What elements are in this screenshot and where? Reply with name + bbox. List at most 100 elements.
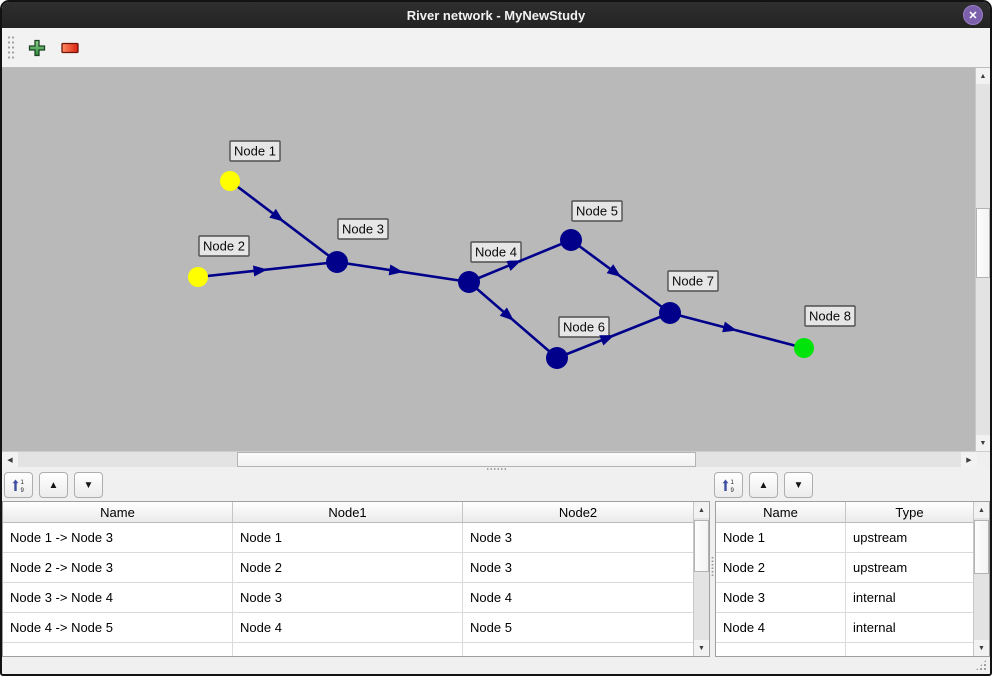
node-label[interactable]: Node 5 — [571, 200, 623, 222]
table-cell[interactable]: Node 3 — [233, 583, 463, 612]
hscroll-track[interactable] — [18, 452, 961, 467]
node-label-text: Node 6 — [563, 320, 605, 335]
table-row[interactable]: Node 4 internal — [716, 613, 973, 643]
scrollbar-thumb[interactable] — [974, 520, 989, 574]
table-row[interactable]: Node 2 upstream — [716, 553, 973, 583]
node-label[interactable]: Node 7 — [667, 270, 719, 292]
network-canvas[interactable]: Node 1 Node 2 Node 3 Node 4 Node 5 Node 6 Node… — [2, 68, 975, 451]
vscroll-track[interactable] — [976, 84, 990, 435]
node-label[interactable]: Node 2 — [198, 235, 250, 257]
scroll-down-button[interactable]: ▼ — [976, 435, 990, 451]
network-diagram: Node 1 Node 2 Node 3 Node 4 Node 5 Node 6 Node… — [188, 140, 856, 369]
column-header[interactable]: Type — [895, 504, 924, 520]
table-cell[interactable]: Node 4 — [716, 613, 846, 642]
toolbar-drag-handle[interactable] — [7, 34, 16, 61]
sort-button[interactable]: 1 9 — [4, 472, 33, 498]
scroll-up-button[interactable]: ▲ — [976, 68, 990, 84]
scroll-left-button[interactable]: ◀ — [2, 452, 18, 467]
table-cell[interactable]: upstream — [853, 560, 908, 575]
title-bar[interactable]: River network - MyNewStudy ✕ — [2, 2, 990, 28]
canvas-vscrollbar[interactable]: ▲ ▼ — [975, 68, 990, 451]
table-cell[interactable]: internal — [853, 590, 896, 605]
horizontal-splitter[interactable] — [2, 467, 990, 471]
table-cell[interactable]: Node 1 — [716, 523, 846, 552]
table-vscrollbar[interactable]: ▲ ▼ — [693, 502, 709, 656]
node-label-text: Node 1 — [234, 144, 276, 159]
table-cell[interactable]: Node 3 — [470, 560, 512, 575]
node-label[interactable]: Node 1 — [229, 140, 281, 162]
edge-arrow-icon — [253, 265, 268, 277]
move-down-button[interactable]: ▼ — [784, 472, 813, 498]
network-node[interactable] — [794, 338, 814, 358]
scroll-down-button[interactable]: ▼ — [694, 640, 709, 656]
table-cell[interactable]: Node 3 -> Node 4 — [3, 583, 233, 612]
scrollbar-thumb[interactable] — [976, 208, 990, 278]
table-cell[interactable]: Node 2 — [716, 553, 846, 582]
move-down-button[interactable]: ▼ — [74, 472, 103, 498]
table-cell — [463, 643, 693, 656]
scrollbar-thumb[interactable] — [694, 520, 709, 572]
column-header[interactable]: Node2 — [558, 504, 598, 520]
table-row[interactable]: Node 3 internal — [716, 583, 973, 613]
node-label-text: Node 4 — [475, 245, 517, 260]
triangle-down-icon: ▼ — [83, 479, 94, 491]
table-vscrollbar[interactable]: ▲ ▼ — [973, 502, 989, 656]
table-splitter[interactable] — [710, 501, 715, 657]
network-node[interactable] — [659, 302, 681, 324]
table-cell[interactable]: Node 2 -> Node 3 — [3, 553, 233, 582]
close-button[interactable]: ✕ — [963, 5, 983, 25]
sort-button[interactable]: 1 9 — [714, 472, 743, 498]
table-row[interactable]: Node 1 upstream — [716, 523, 973, 553]
remove-node-button[interactable] — [57, 35, 83, 61]
table-cell[interactable]: Node 1 -> Node 3 — [3, 523, 233, 552]
node-label-text: Node 5 — [576, 204, 618, 219]
table-cell — [3, 643, 233, 656]
network-node[interactable] — [458, 271, 480, 293]
table-cell[interactable]: Node 2 — [233, 553, 463, 582]
table-cell — [233, 643, 463, 656]
vscroll-track[interactable] — [694, 518, 709, 640]
scroll-up-button[interactable]: ▲ — [694, 502, 709, 518]
column-header[interactable]: Name — [716, 502, 846, 522]
scrollbar-thumb[interactable] — [237, 452, 696, 467]
table-cell[interactable]: internal — [853, 620, 896, 635]
node-label[interactable]: Node 3 — [337, 218, 389, 240]
node-label[interactable]: Node 6 — [558, 316, 610, 338]
node-label-text: Node 3 — [342, 222, 384, 237]
vscroll-track[interactable] — [974, 518, 989, 640]
node-label[interactable]: Node 4 — [470, 241, 522, 263]
scroll-up-button[interactable]: ▲ — [974, 502, 989, 518]
network-node[interactable] — [220, 171, 240, 191]
table-cell[interactable]: Node 4 -> Node 5 — [3, 613, 233, 642]
scrollbar-corner — [977, 452, 990, 467]
network-node[interactable] — [326, 251, 348, 273]
canvas-hscrollbar[interactable]: ◀ ▶ — [2, 451, 990, 467]
table-cell[interactable]: Node 1 — [233, 523, 463, 552]
resize-grip[interactable] — [975, 659, 987, 671]
column-header[interactable]: Node1 — [233, 502, 463, 522]
table-cell[interactable]: Node 5 — [470, 620, 512, 635]
move-up-button[interactable]: ▲ — [749, 472, 778, 498]
scroll-right-button[interactable]: ▶ — [961, 452, 977, 467]
column-header[interactable]: Name — [3, 502, 233, 522]
network-node[interactable] — [560, 229, 582, 251]
table-cell[interactable]: Node 3 — [716, 583, 846, 612]
table-cell[interactable]: upstream — [853, 530, 908, 545]
node-label-text: Node 2 — [203, 239, 245, 254]
table-cell[interactable]: Node 4 — [470, 590, 512, 605]
scroll-down-button[interactable]: ▼ — [974, 640, 989, 656]
plus-icon — [28, 39, 46, 56]
network-node[interactable] — [546, 347, 568, 369]
network-node[interactable] — [188, 267, 208, 287]
node-label[interactable]: Node 8 — [804, 305, 856, 327]
table-cell[interactable]: Node 3 — [470, 530, 512, 545]
move-up-button[interactable]: ▲ — [39, 472, 68, 498]
add-node-button[interactable] — [24, 35, 50, 61]
table-cell — [716, 643, 846, 656]
table-cell[interactable]: Node 4 — [233, 613, 463, 642]
